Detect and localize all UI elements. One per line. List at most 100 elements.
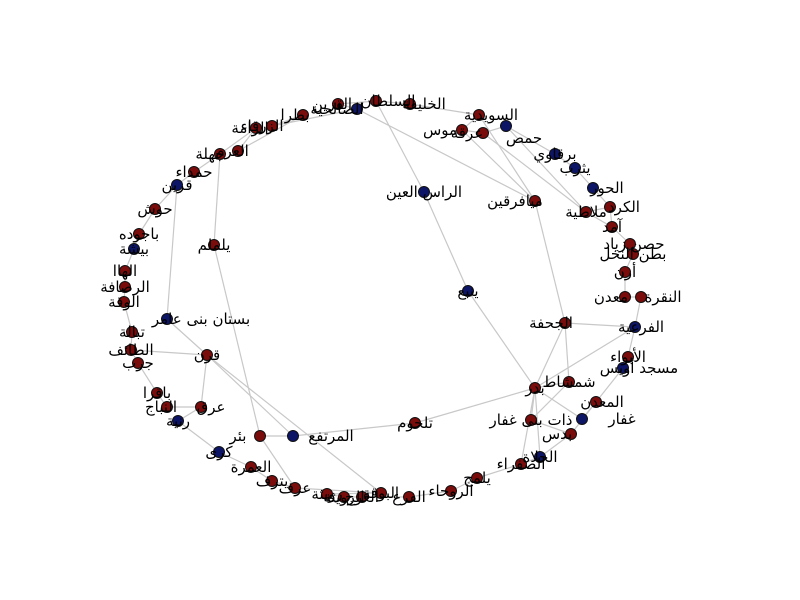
- graph-edge: [375, 100, 425, 193]
- node-label: عرقة: [451, 124, 483, 142]
- graph-edge: [482, 132, 587, 213]
- node-label: بطرا: [281, 106, 310, 124]
- graph-edge: [534, 387, 583, 420]
- graph-edge: [130, 349, 208, 356]
- node-label: شمشاط: [542, 373, 595, 391]
- graph-edge: [177, 420, 220, 453]
- graph-edge: [166, 184, 178, 320]
- node-label: بئر: [229, 427, 247, 445]
- node-label: بدر: [524, 379, 544, 397]
- node-label: ينبع: [457, 282, 478, 300]
- graph-edge: [219, 127, 257, 155]
- node-label: باقرا: [143, 384, 171, 402]
- node-label: رويثة: [311, 485, 342, 503]
- node-label: رنية: [166, 412, 190, 430]
- graph-edge: [461, 129, 536, 202]
- graph-edge: [476, 463, 522, 479]
- graph-edge: [534, 200, 566, 324]
- graph-node: [500, 120, 512, 132]
- graph-node: [356, 491, 368, 503]
- node-label: آمد: [602, 218, 623, 236]
- graph-edge: [539, 433, 572, 458]
- graph-edge: [294, 487, 382, 494]
- graph-node: [635, 291, 647, 303]
- node-label: الطائف: [108, 341, 153, 359]
- graph-node: [126, 326, 138, 338]
- node-label: الفرع: [392, 488, 426, 506]
- graph-node: [529, 195, 541, 207]
- node-label: الفرعية: [618, 318, 664, 336]
- graph-node: [462, 285, 474, 297]
- node-label: بيشة: [119, 240, 149, 258]
- edge-layer: [123, 100, 642, 498]
- graph-node: [565, 428, 577, 440]
- graph-node: [563, 376, 575, 388]
- node-label: السويدية: [464, 106, 518, 124]
- graph-edge: [530, 419, 572, 435]
- graph-node: [549, 148, 561, 160]
- node-label: المعدن: [580, 393, 624, 411]
- node-label: الخليفة: [402, 95, 446, 113]
- node-label: حوش: [137, 200, 172, 218]
- graph-node: [214, 148, 226, 160]
- graph-edge: [166, 318, 208, 356]
- graph-node: [576, 413, 588, 425]
- graph-node: [445, 485, 457, 497]
- node-label: السلطان: [361, 92, 416, 110]
- graph-edge: [505, 125, 587, 213]
- node-label: غفار: [607, 410, 635, 428]
- graph-node: [580, 206, 592, 218]
- graph-edge: [595, 367, 624, 403]
- node-label: قرن: [194, 346, 220, 364]
- node-label: النباج: [145, 398, 177, 417]
- node-label: يلملم: [198, 236, 231, 254]
- graph-node: [629, 321, 641, 333]
- node-label: العرج: [345, 488, 379, 507]
- graph-node: [297, 109, 309, 121]
- graph-edge: [478, 114, 536, 202]
- graph-node: [172, 415, 184, 427]
- graph-edge: [292, 422, 416, 437]
- graph-node: [403, 491, 415, 503]
- label-layer: القرينالصالحيةالسلطانالخليفةبطراالزرقاءا…: [100, 92, 681, 507]
- graph-node: [627, 248, 639, 260]
- graph-edge: [505, 125, 556, 155]
- graph-node: [619, 266, 631, 278]
- node-label: عرف: [279, 479, 312, 497]
- graph-edge: [467, 290, 536, 389]
- graph-edge: [408, 490, 452, 498]
- node-label: أرن: [614, 262, 636, 281]
- graph-node: [171, 179, 183, 191]
- graph-node: [559, 317, 571, 329]
- node-label: البوقة: [363, 484, 399, 502]
- graph-node: [266, 120, 278, 132]
- node-label: مسجد أويس: [600, 358, 678, 377]
- graph-node: [569, 162, 581, 174]
- node-label: الكرد: [608, 198, 640, 216]
- graph-node: [151, 387, 163, 399]
- graph-node: [250, 122, 262, 134]
- node-label: حمداء: [175, 163, 212, 181]
- graph-edge: [534, 326, 636, 389]
- graph-edge: [337, 100, 377, 105]
- node-label: قرين: [161, 176, 192, 194]
- node-label: ذات بنى غفار: [489, 411, 573, 429]
- node-label: العرم: [215, 142, 249, 160]
- graph-node: [289, 482, 301, 494]
- graph-node: [321, 488, 333, 500]
- graph-node: [118, 296, 130, 308]
- graph-node: [456, 124, 468, 136]
- graph-node: [587, 182, 599, 194]
- graph-node: [254, 430, 266, 442]
- graph-edge: [237, 114, 304, 152]
- node-label: بطن النخل: [600, 245, 667, 263]
- node-label: الصفراء: [497, 455, 546, 473]
- graph-node: [133, 228, 145, 240]
- node-label: الراس العين: [386, 183, 462, 201]
- node-label: القرين: [312, 95, 352, 113]
- graph-node: [619, 291, 631, 303]
- node-label: ملاطية: [565, 203, 607, 221]
- node-layer: [118, 95, 647, 503]
- graph-edge: [259, 435, 296, 489]
